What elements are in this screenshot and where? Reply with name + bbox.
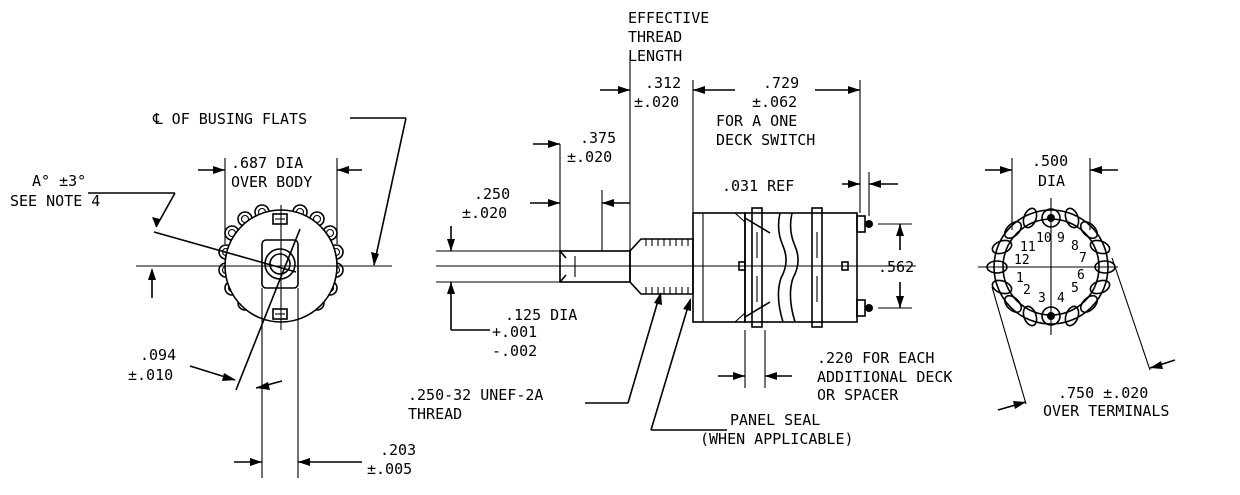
dim-312-label: .312 — [645, 74, 681, 92]
terminal-number-5: 5 — [1071, 281, 1079, 296]
terminal-number-3: 3 — [1038, 291, 1046, 306]
tol-094-label: ±.010 — [128, 366, 173, 384]
dim-250-label: .250 — [474, 185, 510, 203]
tol-125-plus-label: +.001 — [492, 323, 537, 341]
over-terminals-label: OVER TERMINALS — [1043, 402, 1169, 420]
dim-500-label: .500 — [1032, 152, 1068, 170]
thread-word-label: THREAD — [408, 405, 462, 423]
dia-687-label: .687 DIA — [231, 154, 303, 172]
terminal-number-1: 1 — [1016, 271, 1024, 286]
side-view: EFFECTIVE THREAD LENGTH .312 ±.020 .729 … — [408, 9, 952, 448]
a-deg-label: A° ±3° — [32, 172, 86, 190]
terminal-number-10: 10 — [1036, 231, 1052, 246]
rear-view: 1 2 3 4 5 6 7 8 9 10 11 12 .500 DIA .750… — [978, 152, 1176, 420]
thread-label: THREAD — [628, 28, 682, 46]
dim-750-label: .750 ±.020 — [1058, 384, 1148, 402]
terminal-number-9: 9 — [1057, 231, 1065, 246]
over-body-label: OVER BODY — [231, 173, 312, 191]
dim-562-label: .562 — [878, 258, 914, 276]
switch-body — [692, 212, 746, 323]
tol-125-minus-label: -.002 — [492, 342, 537, 360]
panel-seal-label: PANEL SEAL — [730, 411, 820, 429]
dia-500-label: DIA — [1038, 172, 1065, 190]
tol-250-label: ±.020 — [462, 204, 507, 222]
see-note-label: SEE NOTE 4 — [10, 192, 100, 210]
tol-375-label: ±.020 — [567, 148, 612, 166]
terminal-number-4: 4 — [1057, 291, 1065, 306]
terminal-number-8: 8 — [1071, 239, 1079, 254]
tol-203-label: ±.005 — [367, 460, 412, 478]
rear-terminal-slots — [986, 207, 1116, 327]
or-spacer-label: OR SPACER — [817, 386, 899, 404]
dim-729-label: .729 — [763, 74, 799, 92]
when-applicable-label: (WHEN APPLICABLE) — [700, 430, 854, 448]
tol-312-label: ±.020 — [634, 93, 679, 111]
tol-729-label: ±.062 — [752, 93, 797, 111]
terminal-number-11: 11 — [1020, 240, 1036, 255]
terminal-number-2: 2 — [1023, 283, 1031, 298]
terminal-number-6: 6 — [1077, 268, 1085, 283]
deck-switch-label: DECK SWITCH — [716, 131, 815, 149]
effective-label: EFFECTIVE — [628, 9, 709, 27]
cl-busing-flats-label: ℄ OF BUSING FLATS — [152, 110, 307, 128]
front-view: ℄ OF BUSING FLATS A° ±3° SEE NOTE 4 .687… — [10, 110, 416, 478]
terminal-number-7: 7 — [1079, 251, 1087, 266]
dim-203-label: .203 — [380, 441, 416, 459]
thread-spec-label: .250-32 UNEF-2A — [408, 386, 543, 404]
dim-220-label: .220 FOR EACH — [817, 349, 934, 367]
dim-094-label: .094 — [140, 346, 176, 364]
dim-375-label: .375 — [580, 129, 616, 147]
dia-125-label: .125 DIA — [505, 306, 577, 324]
ref-031-label: .031 REF — [722, 177, 794, 195]
additional-deck-label: ADDITIONAL DECK — [817, 368, 952, 386]
one-deck-label: FOR A ONE — [716, 112, 797, 130]
terminal-number-12: 12 — [1014, 253, 1030, 268]
rear-body-outline — [993, 209, 1109, 325]
length-label: LENGTH — [628, 47, 682, 65]
